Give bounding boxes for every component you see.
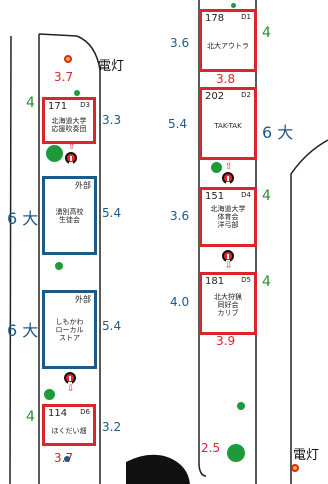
dimension-label: 4 — [262, 274, 271, 290]
dimension-label: 3.7 — [54, 70, 74, 84]
dimension-big-label: 6 大 — [262, 119, 293, 143]
dimension-label: 3.2 — [102, 420, 122, 434]
tree-small-icon — [237, 402, 245, 410]
dimension-label: 3.3 — [102, 113, 122, 127]
big-char: 大 — [22, 321, 39, 340]
booth-code: D4 — [241, 191, 251, 199]
location-pin-icon — [222, 172, 234, 184]
dimension-label: 5.4 — [102, 206, 122, 220]
bottom-black-shape — [126, 454, 190, 484]
marker-dot — [64, 456, 70, 462]
dimension-label: 3.8 — [216, 72, 236, 86]
booth-outside-label: 外部 — [75, 181, 91, 190]
tree-icon — [227, 444, 245, 462]
booth-d6[interactable]: 114 D6 ほくだい畑 — [42, 404, 96, 446]
booth-d3[interactable]: 171 D3 北海道大学 応援吹奏団 — [42, 97, 96, 144]
street-lamp-icon — [64, 55, 72, 63]
dimension-label: 3.9 — [216, 334, 236, 348]
booth-name: 湧別高校 生徒会 — [55, 208, 84, 224]
big-char: 大 — [277, 123, 294, 142]
dimension-big-label: 6 大 — [7, 205, 38, 229]
dimension-label: 4 — [262, 25, 271, 41]
up-arrow-icon: ⇧ — [225, 162, 233, 172]
tree-icon — [44, 389, 55, 400]
booth-outside-label: 外部 — [75, 295, 91, 304]
booth-name: TAK-TAK — [214, 122, 242, 130]
booth-name: 北海道大学 応援吹奏団 — [51, 117, 87, 133]
dimension-label: 3.6 — [170, 36, 190, 50]
booth-name: しもかわ ローカル ストア — [55, 318, 84, 342]
outside-booth-2[interactable]: 外部 しもかわ ローカル ストア — [42, 290, 97, 369]
outside-booth-1[interactable]: 外部 湧別高校 生徒会 — [42, 176, 97, 255]
booth-d5[interactable]: 181 D5 北大狩猟 同好会 カリブ — [199, 272, 257, 335]
booth-code: D2 — [241, 91, 251, 99]
dimension-label: 5.4 — [102, 319, 122, 333]
booth-name: 北大狩猟 同好会 カリブ — [214, 293, 242, 317]
big-char: 大 — [22, 209, 39, 228]
booth-number: 202 — [205, 91, 225, 102]
booth-number: 178 — [205, 13, 225, 24]
booth-code: D1 — [241, 13, 251, 21]
booth-code: D6 — [80, 408, 90, 416]
down-arrow-icon: ⇩ — [67, 384, 75, 394]
booth-number: 171 — [48, 101, 68, 112]
booth-code: D5 — [241, 276, 251, 284]
booth-d4[interactable]: 151 D4 北海道大学 体育会 洋弓部 — [199, 187, 257, 247]
tree-icon — [46, 145, 63, 162]
booth-name: 北海道大学 体育会 洋弓部 — [210, 205, 246, 229]
dimension-label: 4 — [262, 188, 271, 204]
location-pin-icon — [65, 152, 77, 164]
big-number: 6 — [7, 209, 18, 228]
tree-small-icon — [231, 3, 236, 8]
location-pin-icon — [222, 250, 234, 262]
location-pin-icon — [64, 372, 76, 384]
right-building-outline — [290, 139, 328, 484]
left-road-edge — [9, 35, 12, 484]
booth-name: ほくだい畑 — [51, 427, 87, 435]
dimension-label: 4.0 — [170, 295, 190, 309]
mid-corridor-left-edge — [198, 0, 207, 477]
dimension-label: 5.4 — [168, 117, 188, 131]
booth-name: 北大アウトラ — [207, 42, 249, 50]
big-number: 6 — [262, 123, 273, 142]
street-lamp-icon — [291, 464, 299, 472]
tree-small-icon — [74, 90, 80, 96]
dimension-label: 4 — [26, 95, 35, 111]
booth-number: 114 — [48, 408, 68, 419]
dimension-label: 2.5 — [201, 441, 221, 455]
up-arrow-icon: ⇧ — [68, 142, 76, 152]
left-corridor-top-edge — [38, 33, 78, 37]
tree-icon — [211, 162, 222, 173]
lamp-label-top: 電灯 — [98, 59, 125, 74]
booth-number: 151 — [205, 191, 225, 202]
booth-d1[interactable]: 178 D1 北大アウトラ — [199, 9, 257, 72]
left-corridor-right-edge — [76, 35, 101, 484]
booth-d2[interactable]: 202 D2 TAK-TAK — [199, 87, 257, 160]
tree-small-icon — [55, 262, 63, 270]
booth-code: D3 — [80, 101, 90, 109]
down-arrow-icon: ⇩ — [225, 261, 233, 271]
dimension-label: 3.6 — [170, 209, 190, 223]
dimension-label: 4 — [26, 409, 35, 425]
booth-number: 181 — [205, 276, 225, 287]
dimension-big-label: 6 大 — [7, 317, 38, 341]
big-number: 6 — [7, 321, 18, 340]
lamp-label-bottom: 電灯 — [293, 448, 320, 463]
